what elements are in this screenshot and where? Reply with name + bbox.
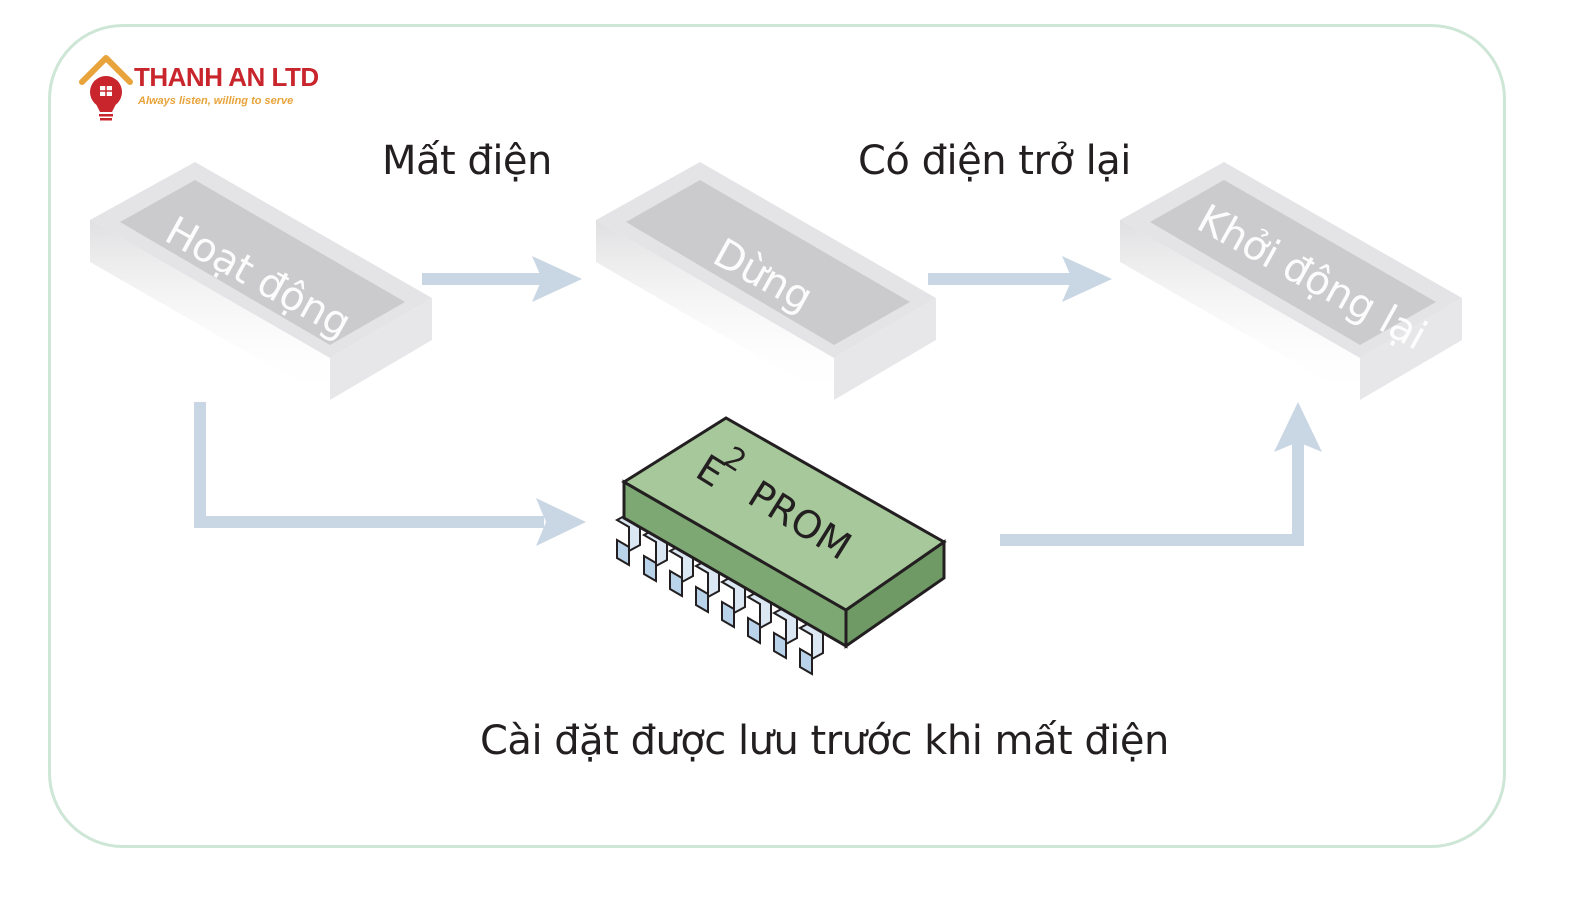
arrow-up-icon (1000, 402, 1322, 546)
chip-icon (614, 416, 947, 676)
diagram-frame (48, 24, 1506, 848)
caption: Cài đặt được lưu trước khi mất điện (480, 718, 1169, 764)
state-block-restart (1120, 162, 1462, 400)
logo-tagline: Always listen, willing to serve (138, 95, 294, 107)
state-block-running (90, 162, 432, 400)
transition-label-power-restored: Có điện trở lại (858, 138, 1131, 184)
arrow-right-icon (422, 256, 582, 302)
arrow-to-chip (194, 402, 586, 546)
arrow-right-icon (928, 256, 1112, 302)
house-bulb-logo-icon (79, 55, 133, 121)
logo-name: THANH AN LTD (134, 62, 319, 92)
state-block-stopped (596, 162, 936, 400)
transition-label-power-loss: Mất điện (382, 138, 552, 184)
